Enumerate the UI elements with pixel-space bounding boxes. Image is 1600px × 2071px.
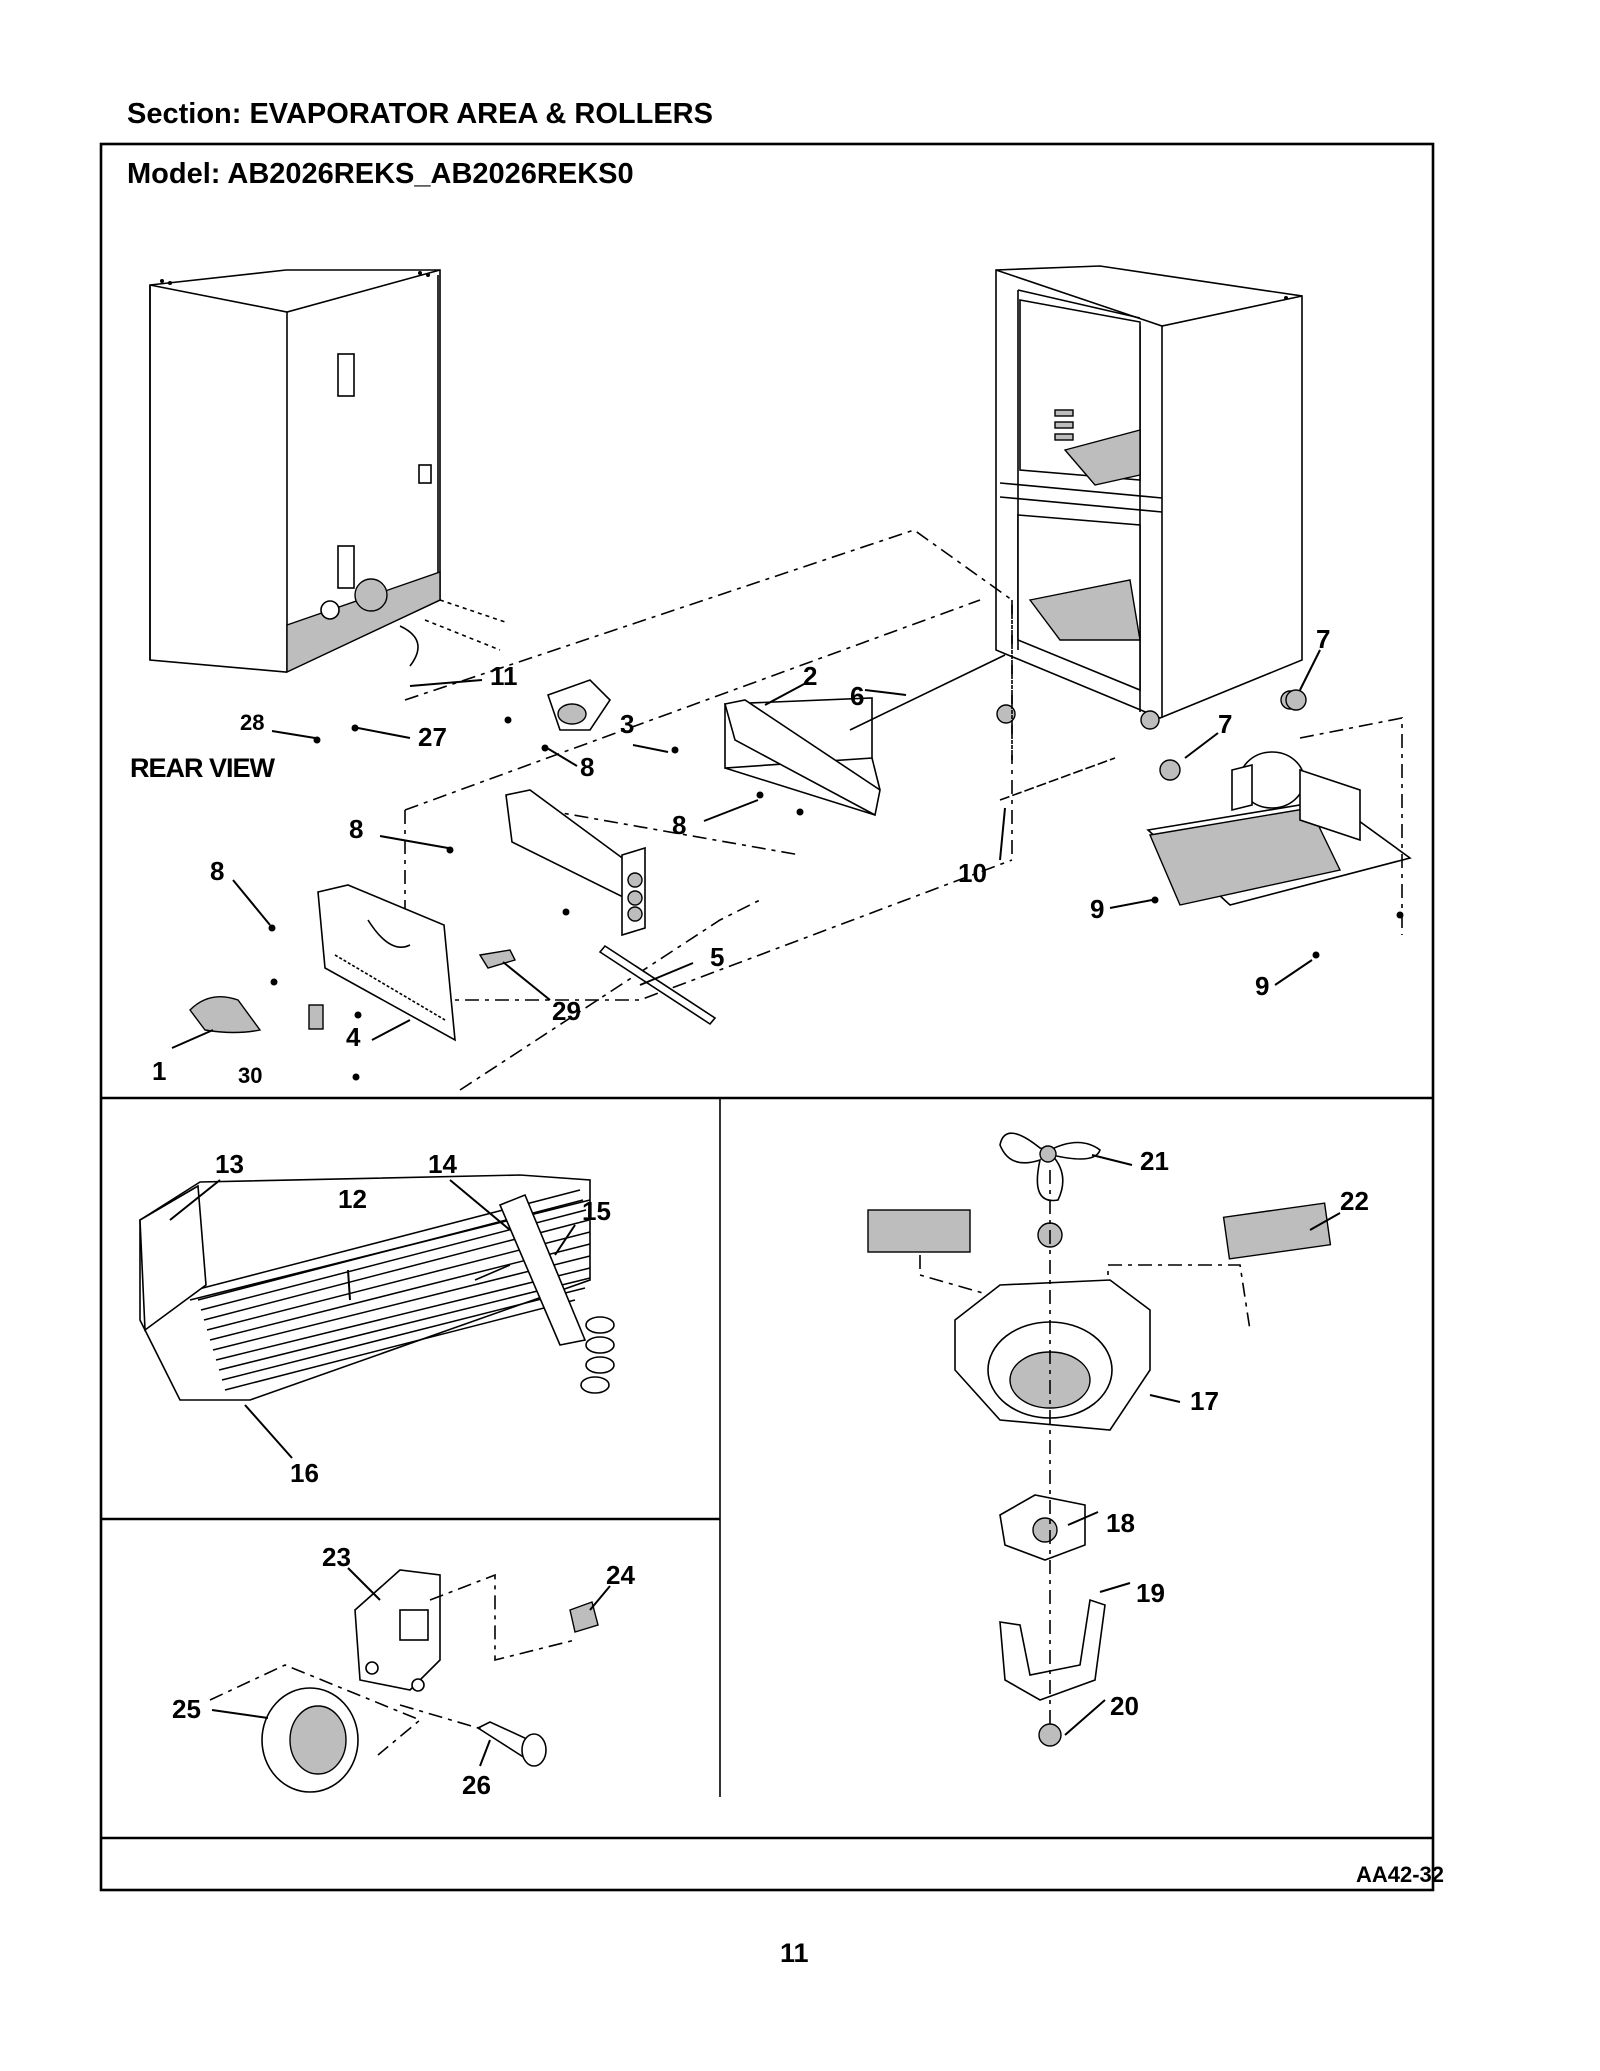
callout-7b: 7: [1218, 709, 1232, 739]
center-evaporator-bracket: [505, 789, 646, 937]
callout-15: 15: [582, 1196, 611, 1226]
callout-26: 26: [462, 1770, 491, 1800]
screws: [268, 716, 1404, 1081]
part-30-clip: [308, 1004, 324, 1030]
roller-7-assembly: [1159, 689, 1307, 781]
section-title: Section: EVAPORATOR AREA & ROLLERS: [127, 98, 713, 130]
callout-3: 3: [620, 709, 634, 739]
callout-22: 22: [1340, 1186, 1369, 1216]
callout-12: 12: [338, 1184, 367, 1214]
page-number: 11: [780, 1938, 809, 1968]
part-6-rod: [849, 654, 1006, 731]
model-title: Model: AB2026REKS_AB2026REKS0: [127, 158, 634, 190]
evaporator-coil: [139, 1174, 615, 1401]
back-panel: [317, 884, 456, 1042]
callout-16: 16: [290, 1458, 319, 1488]
part-5-rod: [598, 944, 717, 1026]
callout-28: 28: [240, 710, 264, 735]
callout-7a: 7: [1316, 624, 1330, 654]
callout-8a: 8: [580, 752, 594, 782]
exploded-assembly-outline: [404, 529, 1013, 1091]
vent-grille: [189, 996, 262, 1034]
callout-numbers: 1 2 3 4 5 6 7 7 8 8 8 8 9 9 10 11 12 13 …: [152, 624, 1369, 1800]
callout-4: 4: [346, 1022, 361, 1052]
callout-1: 1: [152, 1056, 166, 1086]
callout-8d: 8: [210, 856, 224, 886]
callout-13: 13: [215, 1149, 244, 1179]
callout-21: 21: [1140, 1146, 1169, 1176]
roller-assembly: [209, 1569, 599, 1793]
callout-20: 20: [1110, 1691, 1139, 1721]
callout-23: 23: [322, 1542, 351, 1572]
callout-10: 10: [958, 858, 987, 888]
callout-30: 30: [238, 1063, 262, 1088]
figure-code: AA42-32: [1355, 1862, 1444, 1887]
fan-bracket-top: [546, 679, 612, 731]
callout-8c: 8: [349, 814, 363, 844]
callout-29: 29: [552, 996, 581, 1026]
callout-24: 24: [606, 1560, 635, 1590]
fan-motor-assembly: [867, 1132, 1332, 1747]
callout-9b: 9: [1255, 971, 1269, 1001]
callout-2: 2: [803, 661, 817, 691]
callout-17: 17: [1190, 1386, 1219, 1416]
callout-9a: 9: [1090, 894, 1104, 924]
callout-19: 19: [1136, 1578, 1165, 1608]
diagram-frame: [99, 142, 1435, 1892]
callout-6: 6: [850, 681, 864, 711]
part-10-rod: [999, 757, 1116, 801]
callout-14: 14: [428, 1149, 457, 1179]
rear-view-label: REAR VIEW: [130, 753, 275, 783]
evaporator-cover: [723, 697, 881, 817]
callout-11: 11: [490, 661, 518, 691]
callout-18: 18: [1106, 1508, 1135, 1538]
callout-8b: 8: [672, 810, 686, 840]
callout-5: 5: [710, 942, 724, 972]
compressor-tray: [1146, 717, 1412, 935]
leader-lines: [169, 649, 1341, 1767]
callout-25: 25: [172, 1694, 201, 1724]
callout-27: 27: [418, 722, 447, 752]
part-29-plug: [478, 949, 516, 969]
rear-cabinet: [149, 269, 506, 674]
front-cabinet: [995, 265, 1303, 730]
